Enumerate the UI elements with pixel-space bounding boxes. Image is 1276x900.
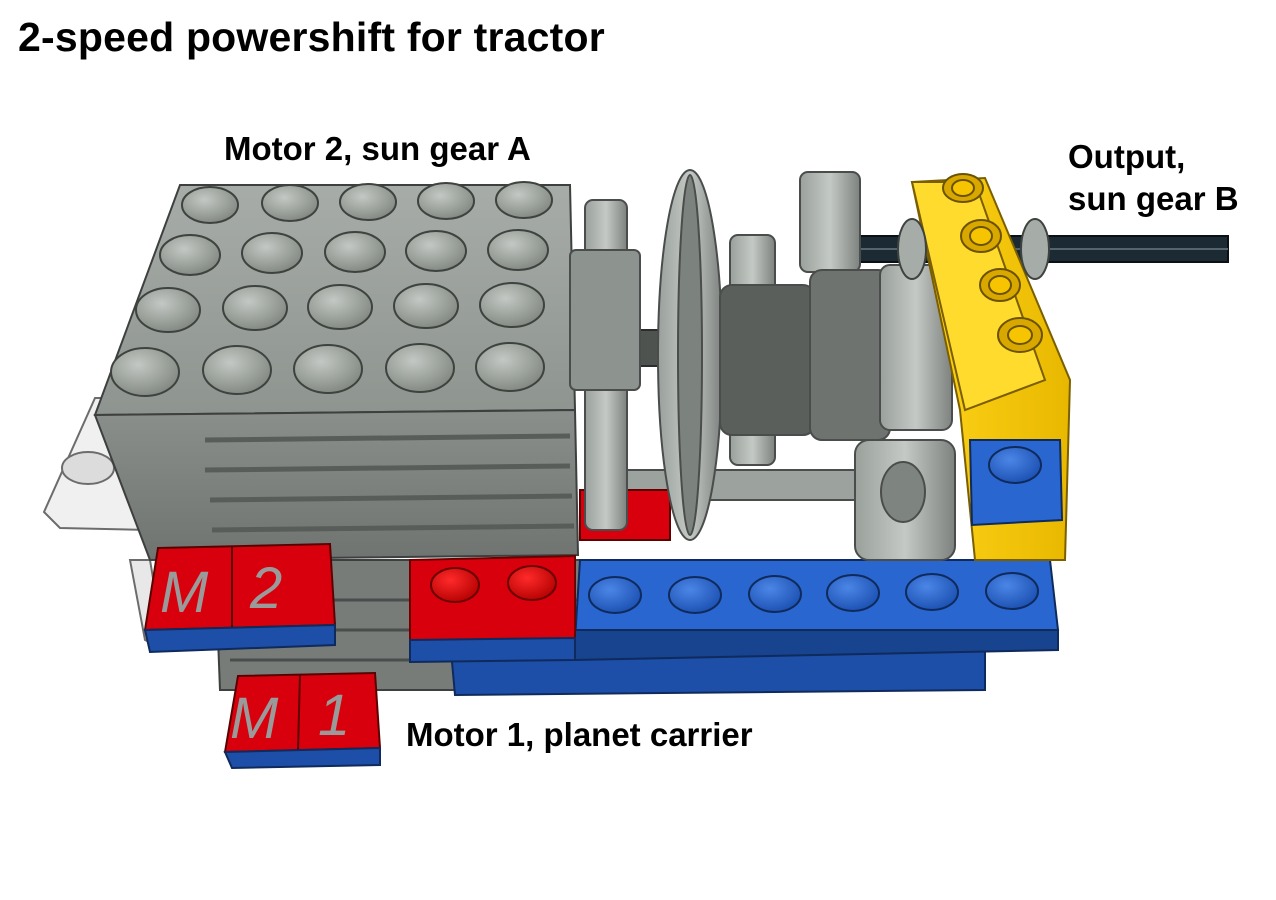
- m1-tile-number: 1: [318, 683, 350, 748]
- label-motor-1: Motor 1, planet carrier: [406, 716, 753, 753]
- gear-dark-right: [809, 269, 891, 441]
- motor-2-studs: [110, 181, 553, 397]
- blue-lower-beam: [448, 559, 1060, 697]
- bushings: [897, 218, 1050, 280]
- gear-hub-left: [569, 249, 641, 391]
- yellow-beam: [910, 173, 1072, 561]
- page-title: 2-speed powershift for tractor: [18, 14, 605, 60]
- gears: [569, 169, 956, 561]
- label-motor-2: Motor 2, sun gear A: [224, 130, 531, 167]
- gear-top-small: [799, 171, 861, 273]
- label-output-line2: sun gear B: [1068, 180, 1239, 217]
- label-output: Output, sun gear B: [1068, 136, 1239, 220]
- m2-tile-number: 2: [249, 556, 282, 621]
- m2-tile: M 2: [143, 542, 337, 654]
- m1-tile-letter: M: [230, 686, 279, 751]
- red-brick: [409, 554, 576, 664]
- m2-tile-letter: M: [160, 560, 209, 625]
- gear-dark-clutch: [719, 284, 816, 436]
- label-output-line1: Output,: [1068, 138, 1186, 175]
- m1-tile: M 1: [223, 671, 382, 770]
